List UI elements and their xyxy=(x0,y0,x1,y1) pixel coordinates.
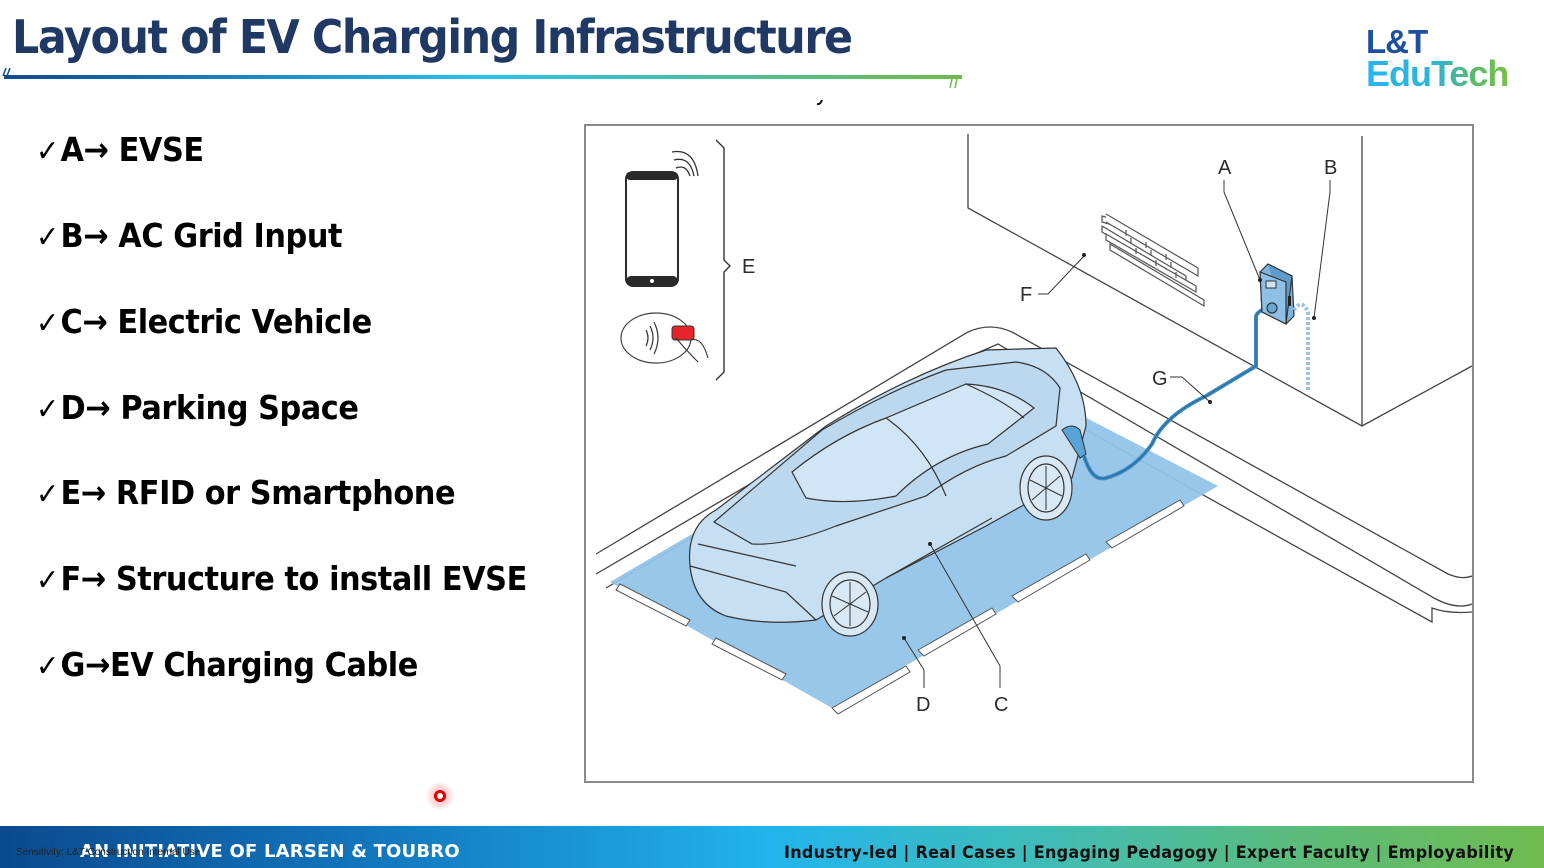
arrow-right-icon: → xyxy=(85,388,111,427)
legend-item-b: ✓B→ AC Grid Input xyxy=(36,216,342,255)
label-a: A xyxy=(1218,157,1232,179)
legend-item-f: ✓F→ Structure to install EVSE xyxy=(36,559,527,598)
arrow-right-icon: → xyxy=(84,645,110,684)
arrow-right-icon: → xyxy=(83,130,109,169)
arrow-right-icon: → xyxy=(83,216,109,255)
legend-item-g: ✓G→EV Charging Cable xyxy=(36,645,418,684)
legend-item-e: ✓E→ RFID or Smartphone xyxy=(36,473,456,512)
laser-pointer-indicator xyxy=(426,782,454,810)
brick-wall-icon xyxy=(1101,213,1205,308)
arrow-right-icon: → xyxy=(80,473,106,512)
label-c: C xyxy=(994,694,1008,716)
legend-key: G xyxy=(60,645,86,684)
rfid-card-icon xyxy=(620,312,709,364)
legend-text: Structure to install EVSE xyxy=(105,559,527,598)
anchor-g xyxy=(1208,400,1212,404)
label-f: F xyxy=(1020,284,1032,306)
tagline-text: Industry-led | Real Cases | Engaging Ped… xyxy=(784,843,1515,862)
title-underline xyxy=(2,68,962,89)
legend-text: Parking Space xyxy=(110,388,359,427)
check-icon: ✓ xyxy=(36,134,59,169)
legend-text: RFID or Smartphone xyxy=(105,473,456,512)
label-e: E xyxy=(742,256,755,278)
check-icon: ✓ xyxy=(36,477,59,512)
legend-key: A xyxy=(60,130,85,169)
evse-charger-icon xyxy=(1259,263,1295,325)
label-d: D xyxy=(916,694,930,716)
legend-item-a: ✓A→ EVSE xyxy=(36,130,204,169)
legend-text: EV Charging Cable xyxy=(109,645,418,684)
brace-e xyxy=(715,139,731,381)
logo-line-1: L&T xyxy=(1366,23,1428,60)
legend-text: AC Grid Input xyxy=(108,216,343,255)
ac-grid-input xyxy=(1292,302,1310,392)
charging-plug xyxy=(1061,425,1087,459)
logo-line-2: EduTech xyxy=(1366,53,1509,95)
check-icon: ✓ xyxy=(36,563,59,598)
leader-a xyxy=(1223,180,1261,281)
footer-bar: AN INITIATIVE OF LARSEN & TOUBRO Sensiti… xyxy=(0,826,1544,868)
legend-key: C xyxy=(60,302,83,341)
initiative-text: AN INITIATIVE OF LARSEN & TOUBRO xyxy=(80,841,460,862)
arrow-right-icon: → xyxy=(82,302,108,341)
anchor-b xyxy=(1312,316,1316,320)
arrow-right-icon: → xyxy=(80,559,106,598)
slide-title: Layout of EV Charging Infrastructure xyxy=(12,10,853,64)
electric-vehicle xyxy=(688,347,1087,637)
label-b: B xyxy=(1324,157,1337,179)
legend-key: B xyxy=(60,216,84,255)
legend-key: F xyxy=(60,559,82,598)
leader-f xyxy=(1038,255,1085,295)
legend-text: Electric Vehicle xyxy=(107,302,372,341)
leader-g xyxy=(1170,376,1211,403)
diagram-canvas: F xyxy=(595,134,1472,716)
anchor-a xyxy=(1258,278,1262,282)
legend-item-c: ✓C→ Electric Vehicle xyxy=(36,302,372,341)
stray-mark xyxy=(816,99,823,106)
ev-infrastructure-diagram: F xyxy=(584,124,1474,783)
check-icon: ✓ xyxy=(36,220,59,255)
check-icon: ✓ xyxy=(36,649,59,684)
leader-b xyxy=(1313,180,1331,319)
label-g: G xyxy=(1152,368,1168,390)
parking-stripes xyxy=(615,499,1185,715)
smartphone-icon xyxy=(625,150,699,287)
anchor-f xyxy=(1082,253,1086,257)
check-icon: ✓ xyxy=(36,392,59,427)
legend-item-d: ✓D→ Parking Space xyxy=(36,388,359,427)
legend-key: E xyxy=(60,473,82,512)
legend-text: EVSE xyxy=(108,130,204,169)
leader-c xyxy=(929,543,1001,688)
anchor-d xyxy=(902,636,906,640)
lt-edutech-logo: L&T EduTech xyxy=(1366,23,1509,95)
check-icon: ✓ xyxy=(36,306,59,341)
leader-d xyxy=(903,637,925,688)
legend-key: D xyxy=(60,388,86,427)
building-structure xyxy=(967,134,1472,427)
anchor-c xyxy=(928,542,932,546)
sensitivity-label: Sensitivity: L&T Construction Internal U… xyxy=(16,847,201,858)
